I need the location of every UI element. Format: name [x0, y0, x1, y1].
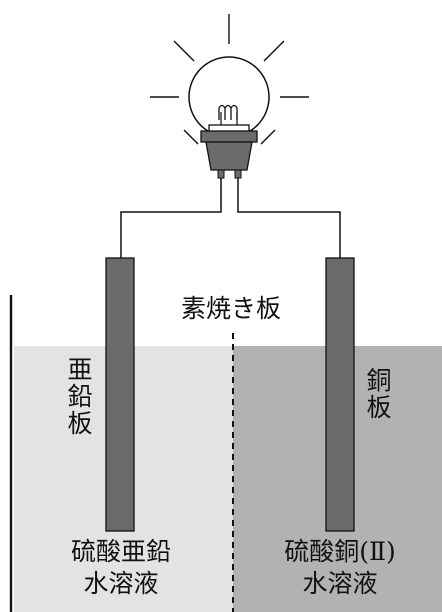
copper-plate-label: 銅 板: [366, 366, 391, 422]
zinc-solution-label: 硫酸亜鉛 水溶液: [71, 537, 171, 598]
bulb-base: [205, 141, 253, 171]
svg-text:硫酸銅(Ⅱ): 硫酸銅(Ⅱ): [284, 537, 396, 566]
wire-left: [120, 176, 222, 258]
zinc-plate-label: 亜 鉛 板: [67, 355, 92, 438]
bulb-collar: [200, 130, 258, 143]
partition-label: 素焼き板: [181, 294, 281, 323]
svg-text:硫酸亜鉛: 硫酸亜鉛: [71, 537, 171, 566]
svg-text:銅: 銅: [366, 366, 391, 395]
zinc-plate: [105, 257, 135, 532]
filament-icon: [218, 104, 238, 120]
light-bulb: [150, 14, 309, 179]
svg-text:水溶液: 水溶液: [83, 569, 158, 598]
copper-solution-label: 硫酸銅(Ⅱ) 水溶液: [284, 537, 396, 598]
svg-text:板: 板: [67, 409, 92, 438]
svg-text:水溶液: 水溶液: [302, 569, 377, 598]
svg-text:鉛: 鉛: [67, 382, 92, 411]
wire-right: [237, 176, 341, 258]
copper-plate: [325, 257, 355, 532]
light-rays: [150, 14, 309, 145]
svg-text:板: 板: [366, 393, 391, 422]
svg-text:亜: 亜: [67, 355, 92, 384]
